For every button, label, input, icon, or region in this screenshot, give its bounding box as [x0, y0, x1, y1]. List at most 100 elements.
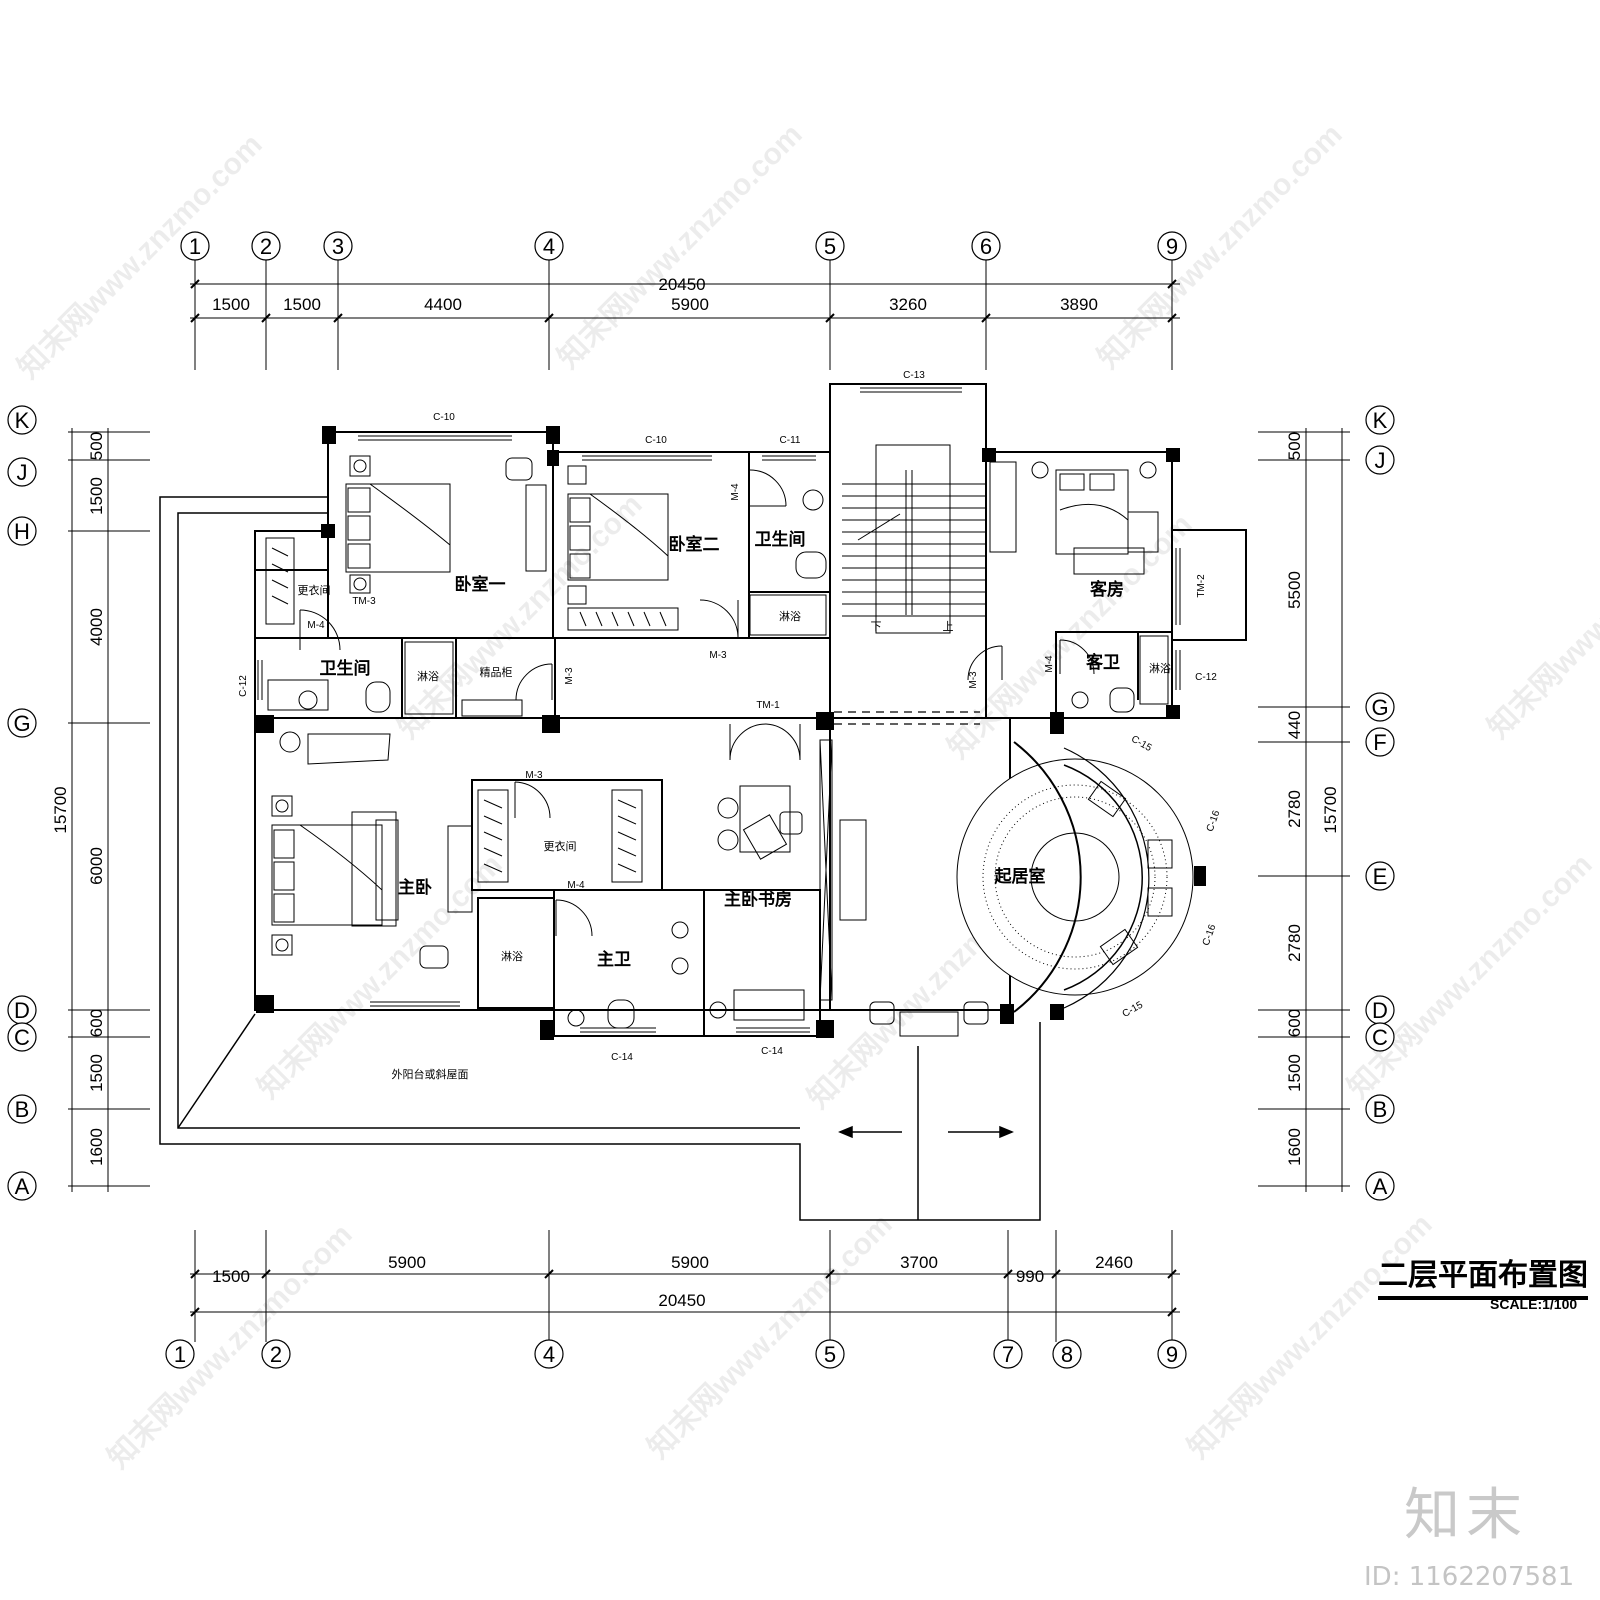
desk-icon: [739, 785, 791, 853]
nightstand-icon: [349, 455, 371, 477]
code-c10: C-10: [433, 412, 455, 423]
dimension-label: 1500: [87, 477, 106, 515]
dimension-label: 20450: [658, 1291, 705, 1310]
room-closet-upper: 更衣间: [298, 583, 331, 597]
code-m3: M-3: [709, 650, 727, 661]
code-m4: M-4: [1044, 655, 1055, 673]
code-c11: C-11: [780, 435, 801, 446]
room-master-bath: 主卫: [597, 949, 631, 969]
axis-bubbles: [7, 231, 1395, 1369]
axis-label: 1: [174, 1342, 186, 1367]
room-labels: 卧室一 卧室二 卫生间 卫生间 客房 客卫 主卧 主卧书房 主卫 起居室 更衣间…: [298, 529, 1172, 1081]
code-m3: M-3: [968, 671, 979, 689]
watermark-text: 知末网www.znzmo.com: [1482, 488, 1600, 745]
dimensions-bottom: 1500 5900 5900 3700 990 2460 20450: [212, 1253, 1133, 1310]
code-c14: C-14: [611, 1052, 633, 1063]
dimension-label: 4000: [87, 608, 106, 646]
label-shower: 淋浴: [1149, 662, 1171, 675]
doors: [299, 469, 1095, 937]
code-c10: C-10: [645, 435, 667, 446]
axis-label: 3: [332, 234, 344, 259]
windows: [257, 387, 1181, 1033]
axis-label: 9: [1166, 234, 1178, 259]
nightstand-icon: [349, 574, 371, 594]
wardrobe-icon: [567, 607, 679, 631]
basin-icon: [671, 957, 689, 975]
watermark-text: 知末网www.znzmo.com: [642, 1208, 899, 1465]
basin-icon: [1071, 691, 1089, 709]
toilet-icon: [1109, 687, 1135, 713]
code-tm1: TM-1: [756, 700, 780, 711]
watermark-text: 知末网www.znzmo.com: [552, 118, 809, 375]
watermark-text: 知末网www.znzmo.com: [12, 128, 269, 385]
code-c13: C-13: [903, 370, 925, 381]
axis-label: B: [1373, 1097, 1388, 1122]
dimension-label: 5900: [671, 1253, 709, 1272]
axis-label: K: [15, 408, 30, 433]
dimension-label: 500: [87, 432, 106, 460]
site-logo: 知末: [1404, 1483, 1528, 1548]
dimension-label: 990: [1016, 1267, 1044, 1286]
axis-label: A: [15, 1174, 30, 1199]
code-c16: C-16: [1205, 809, 1223, 834]
room-closet-master: 更衣间: [544, 839, 577, 853]
dimension-label: 1500: [212, 295, 250, 314]
grid-lines: [68, 258, 1350, 1342]
watermark-text: 知末网www.znzmo.com: [102, 1218, 359, 1475]
sofa-icon: [733, 989, 805, 1021]
dimension-label: 2780: [1285, 790, 1304, 828]
code-c15: C-15: [1121, 999, 1146, 1020]
label-shower: 淋浴: [417, 670, 439, 683]
toilet-icon: [795, 551, 827, 579]
dimension-label: 1500: [212, 1267, 250, 1286]
dimension-label: 5900: [388, 1253, 426, 1272]
code-m4: M-4: [307, 620, 325, 631]
code-c14: C-14: [761, 1046, 783, 1057]
axis-label: D: [14, 998, 30, 1023]
dimension-label: 15700: [51, 786, 70, 833]
chair-icon: [717, 797, 739, 819]
axis-label: 1: [189, 234, 201, 259]
axis-label: 4: [543, 1342, 555, 1367]
rug-icon: [956, 758, 1194, 996]
label-terrace: 外阳台或斜屋面: [392, 1067, 469, 1081]
dimension-label: 1600: [87, 1128, 106, 1166]
axis-label: 2: [260, 234, 272, 259]
axis-label: 8: [1061, 1342, 1073, 1367]
direction-arrows: [838, 1125, 1014, 1139]
dimensions-top: 20450 1500 1500 4400 5900 3260 3890: [212, 275, 1098, 314]
room-living-room: 起居室: [994, 866, 1046, 886]
axis-label: J: [17, 460, 28, 485]
toilet-icon: [607, 999, 635, 1029]
code-m4: M-4: [567, 880, 585, 891]
axis-label: F: [1373, 730, 1386, 755]
axis-label: 7: [1002, 1342, 1014, 1367]
drawing-scale: SCALE:1/100: [1490, 1296, 1578, 1312]
terrace-outline: [159, 496, 1041, 1221]
dimension-label: 5900: [671, 295, 709, 314]
code-m3: M-3: [564, 667, 575, 685]
dimension-label: 1500: [1285, 1054, 1304, 1092]
chair-icon: [717, 829, 739, 851]
axis-label: G: [13, 711, 30, 736]
axis-label: A: [1373, 1174, 1388, 1199]
room-bathroom-left: 卫生间: [320, 658, 371, 678]
dimension-label: 3890: [1060, 295, 1098, 314]
columns: [256, 426, 1206, 1040]
label-storage: 精品柜: [480, 666, 513, 679]
axis-label: 6: [980, 234, 992, 259]
axis-label: B: [15, 1097, 30, 1122]
axis-label: E: [1373, 864, 1388, 889]
chair-icon: [963, 1001, 989, 1025]
code-c15: C-15: [1129, 734, 1154, 755]
dimension-label: 3700: [900, 1253, 938, 1272]
basin-icon: [298, 690, 318, 710]
axis-label: D: [1372, 998, 1388, 1023]
axis-label: C: [14, 1025, 30, 1050]
room-guest-bath: 客卫: [1085, 652, 1120, 672]
axis-label: 2: [270, 1342, 282, 1367]
dimension-label: 2780: [1285, 924, 1304, 962]
stair-down-label: 下: [871, 621, 882, 633]
label-shower: 淋浴: [501, 950, 523, 963]
chair-icon: [505, 457, 533, 481]
